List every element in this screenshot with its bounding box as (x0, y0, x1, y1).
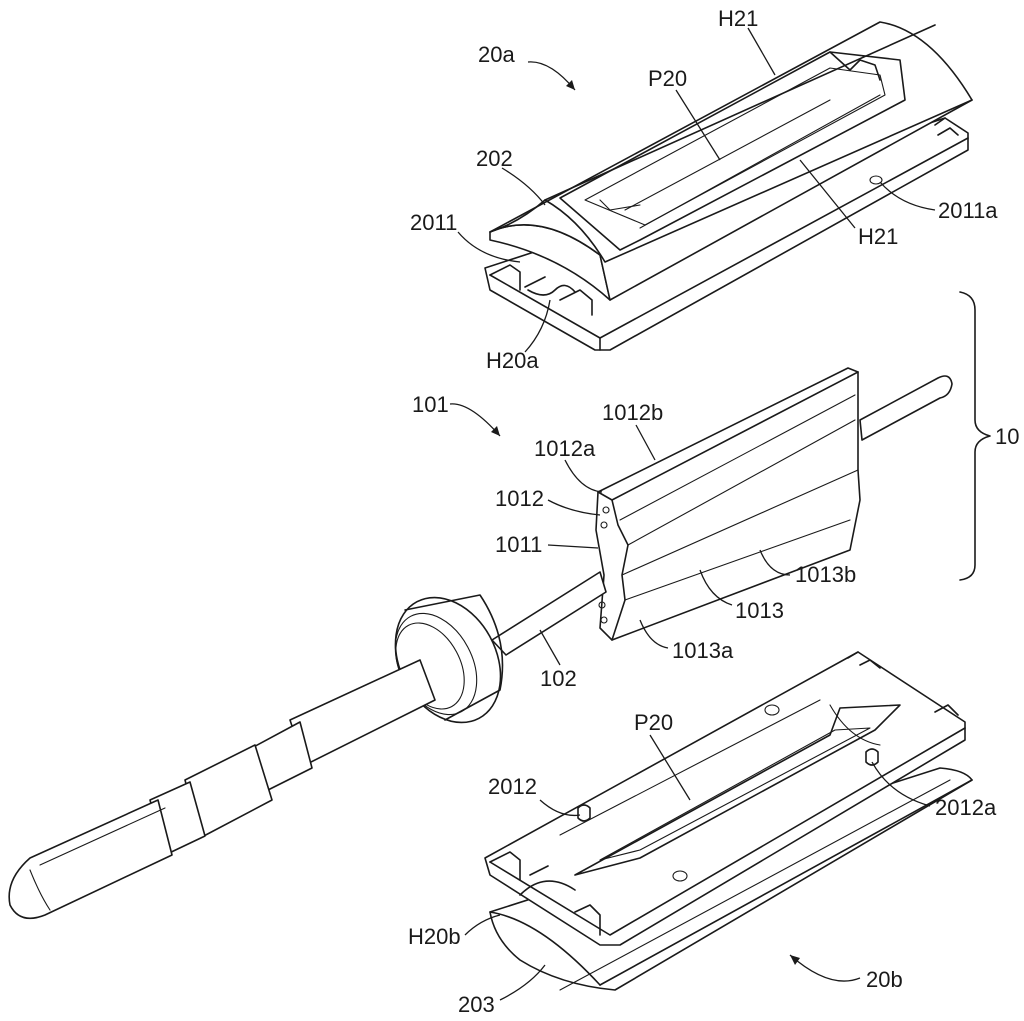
leader-1013 (699, 569, 733, 606)
hole-2011a (869, 175, 883, 185)
pin-2012a (865, 748, 879, 766)
rotor-hole-c (598, 601, 606, 609)
label-10: 10 (995, 424, 1019, 449)
label-H20b: H20b (408, 924, 461, 949)
label-1013: 1013 (735, 598, 784, 623)
leader-H21-top (747, 27, 776, 76)
label-H21-top: H21 (718, 6, 758, 31)
upper-base-rear-notches (934, 117, 959, 136)
shaft-rear-end (859, 375, 953, 441)
pin-2012 (577, 804, 591, 822)
label-1012b: 1012b (602, 400, 663, 425)
bearing-rim (404, 594, 504, 721)
leader-2011 (457, 231, 521, 263)
label-1013a: 1013a (672, 638, 734, 663)
label-2011a: 2011a (938, 198, 998, 223)
label-203: 203 (458, 992, 495, 1017)
upper-pocket-inner (584, 67, 886, 226)
lower-pocket-inner (599, 727, 871, 861)
rotor-hole-a (602, 506, 610, 514)
leader-20b (789, 954, 861, 982)
leader-P20-bottom (649, 734, 691, 801)
leader-1013b (759, 549, 791, 576)
lower-base-rear-notches (847, 651, 959, 716)
rotor-hole-b (600, 521, 608, 529)
label-1012a: 1012a (534, 436, 596, 461)
groove-H20b (519, 880, 576, 896)
shaft-102 (491, 571, 607, 656)
label-2012: 2012 (488, 774, 537, 799)
label-H20a: H20a (486, 348, 539, 373)
reference-labels: 20a H21 P20 202 2011 2011a H21 H20a 10 1… (408, 6, 1019, 1017)
leader-202 (501, 167, 546, 206)
label-P20-bottom: P20 (634, 710, 673, 735)
upper-shell-ridge (544, 99, 973, 263)
leader-2011a (879, 181, 936, 211)
leader-H21-bottom (799, 159, 856, 229)
shaft-tip-detail (29, 807, 166, 911)
upper-step-detail (599, 199, 641, 211)
leader-1012 (547, 499, 601, 516)
lower-shell-front-edge (489, 911, 601, 986)
label-202: 202 (476, 146, 513, 171)
groove-H20a (527, 284, 576, 296)
lower-pocket-rim (574, 704, 901, 876)
leader-H20b (464, 914, 501, 936)
label-101: 101 (412, 392, 449, 417)
lower-pocket-walls (559, 699, 881, 836)
leader-1013a (639, 619, 669, 649)
rotor-core (595, 367, 861, 641)
leader-203 (499, 964, 546, 1001)
arrowhead-101 (491, 426, 500, 436)
arrowhead-20b (790, 955, 800, 965)
leader-1011 (547, 544, 599, 549)
label-1011: 1011 (495, 532, 542, 557)
leader-H20a (524, 299, 551, 353)
label-20b: 20b (866, 967, 903, 992)
leader-1012b (635, 424, 656, 461)
leader-2012 (539, 799, 581, 817)
leaders (449, 27, 936, 1001)
bracket-10 (959, 291, 991, 581)
upper-base-notches (489, 264, 593, 316)
upper-shell-body (489, 21, 973, 301)
label-2012a: 2012a (935, 795, 997, 820)
lower-base-notches (489, 851, 601, 936)
label-1012: 1012 (495, 486, 544, 511)
rotor-hole-d (600, 616, 608, 624)
label-20a: 20a (478, 42, 515, 67)
arrowhead-20a (566, 80, 575, 90)
label-H21-bottom: H21 (858, 224, 898, 249)
label-P20-top: P20 (648, 66, 687, 91)
lower-casing-20b (484, 651, 973, 991)
shaft-tip (8, 799, 173, 920)
lower-hole-rear (764, 704, 780, 716)
lower-shell-inner-line (559, 779, 951, 991)
rotor-end-profile (611, 499, 629, 641)
rotor-101 (8, 367, 953, 920)
lower-hole-front (672, 870, 688, 882)
upper-pocket-end-detail (829, 51, 881, 81)
upper-casing-20a (484, 21, 973, 351)
leader-2012a (871, 761, 931, 807)
leader-1012a (564, 459, 603, 493)
rotor-longitudinal-lines (619, 394, 859, 601)
upper-pocket-channels (624, 94, 881, 229)
leader-102 (539, 629, 561, 666)
lower-shell-ridge (599, 779, 973, 986)
label-102: 102 (540, 666, 577, 691)
shaft-section-1 (289, 659, 436, 766)
label-1013b: 1013b (795, 562, 856, 587)
label-2011: 2011 (410, 210, 457, 235)
leader-P20-top (675, 89, 721, 161)
